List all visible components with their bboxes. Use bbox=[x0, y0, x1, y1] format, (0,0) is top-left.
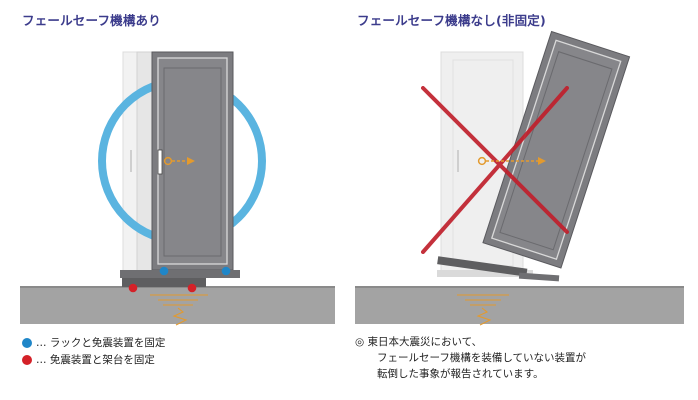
failsafe-scene bbox=[20, 51, 335, 326]
note-line: フェールセーフ機構を装備していない装置が bbox=[377, 352, 587, 364]
rack-handle bbox=[157, 149, 163, 175]
right-panel-title: フェールセーフ機構なし(非固定) bbox=[357, 13, 546, 28]
movement-arrow bbox=[477, 156, 546, 166]
seismic-wave bbox=[150, 294, 208, 326]
legend-label: … ラックと免震装置を固定 bbox=[36, 337, 166, 349]
rack-fix-point-blue bbox=[159, 266, 169, 276]
tipped-rack bbox=[482, 30, 631, 269]
frame-fix-point-red bbox=[128, 283, 138, 293]
left-panel: フェールセーフ機構あり bbox=[20, 13, 335, 368]
legend: … ラックと免震装置を固定 … 免震装置と架台を固定 bbox=[22, 334, 165, 368]
cross-mark-icon bbox=[421, 86, 569, 254]
floor-edge bbox=[355, 286, 684, 288]
left-panel-title: フェールセーフ機構あり bbox=[22, 13, 161, 28]
seismic-wave bbox=[457, 294, 509, 326]
red-dot-icon bbox=[22, 354, 32, 365]
isolation-unit bbox=[437, 256, 528, 277]
isolation-mount bbox=[122, 278, 206, 287]
isolation-mount bbox=[518, 272, 560, 282]
movement-arrow bbox=[163, 156, 195, 166]
note-line: ◎ 東日本大震災において、 bbox=[355, 336, 483, 348]
incident-note: ◎ 東日本大震災において、 フェールセーフ機構を装備していない装置が 転倒した事… bbox=[355, 334, 586, 382]
frame-fix-point-red bbox=[187, 283, 197, 293]
floor bbox=[355, 286, 684, 324]
blue-dot-icon bbox=[22, 337, 32, 348]
legend-item: … 免震装置と架台を固定 bbox=[22, 351, 165, 368]
isolation-unit bbox=[120, 270, 240, 278]
rack-fix-point-blue bbox=[221, 266, 231, 276]
legend-item: … ラックと免震装置を固定 bbox=[22, 334, 165, 351]
legend-label: … 免震装置と架台を固定 bbox=[36, 354, 155, 366]
right-panel: フェールセーフ機構なし(非固定) bbox=[349, 0, 698, 400]
ghost-base bbox=[437, 270, 533, 277]
no-failsafe-scene bbox=[355, 30, 684, 326]
note-line: 転倒した事象が報告されています。 bbox=[377, 368, 544, 380]
